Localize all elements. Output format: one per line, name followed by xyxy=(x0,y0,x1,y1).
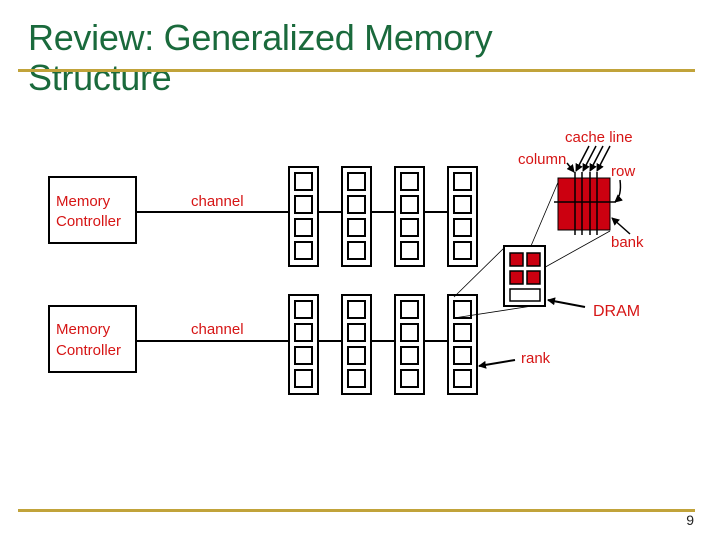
dimm-modules xyxy=(288,166,478,395)
bank-arrow xyxy=(611,217,631,235)
dram-chip-cell xyxy=(453,195,472,214)
controller-1-line2: Controller xyxy=(56,213,121,230)
dram-io-block xyxy=(509,288,541,302)
title-rule xyxy=(18,69,695,72)
dram-chip-cell xyxy=(453,369,472,388)
channel-1-label: channel xyxy=(191,193,244,210)
dram-chip-cell xyxy=(347,323,366,342)
projection-line xyxy=(527,179,560,254)
memory-controller-1: Memory Controller xyxy=(48,176,137,244)
cache-line-arrow xyxy=(596,145,611,172)
controller-1-line1: Memory xyxy=(56,193,111,210)
dram-chip-cell xyxy=(453,218,472,237)
dram-bank xyxy=(526,252,541,267)
projection-line xyxy=(539,230,611,271)
dram-chip-cell xyxy=(294,300,313,319)
dimm-module xyxy=(447,166,478,267)
rank-arrow xyxy=(478,359,516,369)
dimm-module xyxy=(394,166,425,267)
dram-chip-cell xyxy=(453,172,472,191)
dram-chip-cell xyxy=(294,172,313,191)
dram-chip-cell xyxy=(347,369,366,388)
cache-line-arrow xyxy=(582,145,597,172)
dram-chip-cell xyxy=(294,195,313,214)
dimm-module xyxy=(447,294,478,395)
dimm-module xyxy=(288,294,319,395)
dram-chip-cell xyxy=(294,369,313,388)
cache-line-label: cache line xyxy=(565,129,633,146)
dram-chip-cell xyxy=(453,323,472,342)
dram-chip-cell xyxy=(294,346,313,365)
cache-line-arrow xyxy=(589,145,604,172)
dram-chip-cell xyxy=(347,218,366,237)
dram-chip-cell xyxy=(347,172,366,191)
dram-chip-cell xyxy=(400,369,419,388)
dram-chip-cell xyxy=(400,195,419,214)
slide-title-line2: Structure xyxy=(28,57,172,98)
dram-chip-cell xyxy=(294,323,313,342)
dimm-module xyxy=(341,166,372,267)
dram-chip-cell xyxy=(400,218,419,237)
column-arrow xyxy=(566,162,575,173)
dram-arrow xyxy=(547,297,586,308)
footer-rule xyxy=(18,509,695,512)
row-arrow xyxy=(614,179,623,203)
controller-2-line2: Controller xyxy=(56,342,121,359)
channel-2-label: channel xyxy=(191,321,244,338)
row-label: row xyxy=(611,163,635,180)
dram-bank xyxy=(509,270,524,285)
dram-chip-cell xyxy=(294,218,313,237)
column-label: column xyxy=(518,151,566,168)
dimm-module xyxy=(394,294,425,395)
rank-label: rank xyxy=(521,350,551,367)
dram-chip-cell xyxy=(400,323,419,342)
dram-chip-cell xyxy=(453,300,472,319)
dram-chip-cell xyxy=(347,346,366,365)
slide-title-line1: Review: Generalized Memory xyxy=(28,17,493,58)
dram-chip-cell xyxy=(294,241,313,260)
controller-2-line1: Memory xyxy=(56,321,111,338)
dram-chip-cell xyxy=(400,241,419,260)
dram-chip-cell xyxy=(400,172,419,191)
bank-detail xyxy=(554,172,616,235)
dram-chip-cell xyxy=(347,300,366,319)
dimm-module xyxy=(288,166,319,267)
cache-line-arrow xyxy=(575,145,590,172)
page-number: 9 xyxy=(686,512,694,528)
dram-chip-cell xyxy=(453,346,472,365)
dram-label: DRAM xyxy=(593,303,640,320)
dimm-module xyxy=(341,294,372,395)
projection-line xyxy=(453,246,506,298)
dram-chip-cell xyxy=(400,300,419,319)
slide-title: Review: Generalized Memory Structure xyxy=(28,17,493,98)
dram-chip xyxy=(503,245,546,307)
dram-chip-cell xyxy=(453,241,472,260)
dram-chip-cell xyxy=(347,241,366,260)
dram-bank xyxy=(509,252,524,267)
dram-chip-cell xyxy=(347,195,366,214)
bank-label: bank xyxy=(611,234,644,251)
memory-controller-2: Memory Controller xyxy=(48,305,137,373)
dram-chip-cell xyxy=(400,346,419,365)
dram-bank xyxy=(526,270,541,285)
